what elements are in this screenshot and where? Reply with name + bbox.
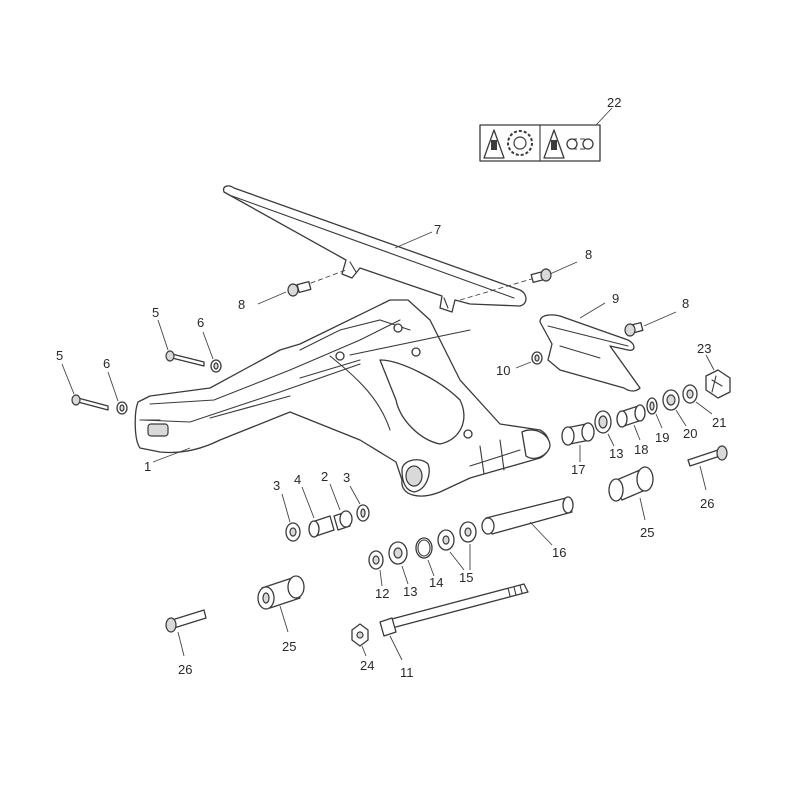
callout-20: 20 xyxy=(683,426,697,441)
callout-17: 17 xyxy=(571,462,585,477)
callout-13-right: 13 xyxy=(609,446,623,461)
callout-18: 18 xyxy=(634,442,648,457)
callout-8-guard: 8 xyxy=(585,247,592,262)
nut-6-upper xyxy=(202,331,222,373)
callout-21: 21 xyxy=(712,415,726,430)
callout-25-right: 25 xyxy=(640,525,654,540)
washer-13-right xyxy=(594,410,615,447)
washer-20 xyxy=(662,389,687,427)
warning-label-panel xyxy=(479,107,613,162)
circlip-14 xyxy=(415,537,435,577)
nut-21 xyxy=(682,384,713,415)
callout-2: 2 xyxy=(321,469,328,484)
nut-6-lower xyxy=(107,371,128,415)
washer-3-left xyxy=(281,493,301,542)
callout-25-left: 25 xyxy=(282,639,296,654)
swingarm xyxy=(134,299,551,497)
bolt-5-lower xyxy=(61,363,109,411)
spacer-18 xyxy=(616,404,646,441)
callout-26-left: 26 xyxy=(178,662,192,677)
sprocket-icon xyxy=(507,130,533,156)
bolt-8-guard xyxy=(530,261,578,284)
bolt-8-slider xyxy=(624,311,677,337)
callout-16: 16 xyxy=(552,545,566,560)
callout-11: 11 xyxy=(400,665,414,680)
callout-3-left: 3 xyxy=(273,478,280,493)
nut-24 xyxy=(351,623,369,657)
sleeve-4 xyxy=(301,486,335,538)
callout-10: 10 xyxy=(496,363,510,378)
bush-25-right xyxy=(608,466,654,521)
callout-7: 7 xyxy=(434,222,441,237)
bolt-8-left xyxy=(257,280,312,305)
bolt-26-right xyxy=(687,445,728,491)
bearing-2 xyxy=(329,483,353,531)
spindle-sleeve-16 xyxy=(481,496,574,546)
callout-1: 1 xyxy=(144,459,151,474)
chain-slider xyxy=(539,302,641,392)
washers-15 xyxy=(437,521,477,571)
bush-25-left xyxy=(257,575,305,633)
callout-8-left: 8 xyxy=(238,297,245,312)
callout-13-lower: 13 xyxy=(403,584,417,599)
callout-5-lower: 5 xyxy=(56,348,63,363)
washer-13-lower xyxy=(388,541,409,585)
callout-26-right: 26 xyxy=(700,496,714,511)
nut-10 xyxy=(515,351,543,369)
drive-chain-icon xyxy=(566,138,594,150)
callout-3-right: 3 xyxy=(343,470,350,485)
callout-14: 14 xyxy=(429,575,443,590)
warning-triangle-icon xyxy=(543,129,565,159)
callout-24: 24 xyxy=(360,658,374,673)
callout-6-upper: 6 xyxy=(197,315,204,330)
washer-3-right xyxy=(349,485,370,522)
bolt-26-left xyxy=(165,609,207,657)
callout-4: 4 xyxy=(294,472,301,487)
spindle-11 xyxy=(379,583,529,661)
washer-19 xyxy=(646,397,663,429)
callout-22: 22 xyxy=(607,95,621,110)
bolt-5-upper xyxy=(157,319,205,367)
callout-23: 23 xyxy=(697,341,711,356)
washer-12 xyxy=(368,550,384,587)
callout-19: 19 xyxy=(655,430,669,445)
adjuster-23 xyxy=(705,354,731,399)
bush-17 xyxy=(561,422,595,462)
callout-9: 9 xyxy=(612,291,619,306)
callout-15: 15 xyxy=(459,570,473,585)
callout-8-slider: 8 xyxy=(682,296,689,311)
warning-triangle-icon xyxy=(483,129,505,159)
callout-12: 12 xyxy=(375,586,389,601)
chain-guard xyxy=(222,185,536,313)
callout-6-lower: 6 xyxy=(103,356,110,371)
callout-5-upper: 5 xyxy=(152,305,159,320)
